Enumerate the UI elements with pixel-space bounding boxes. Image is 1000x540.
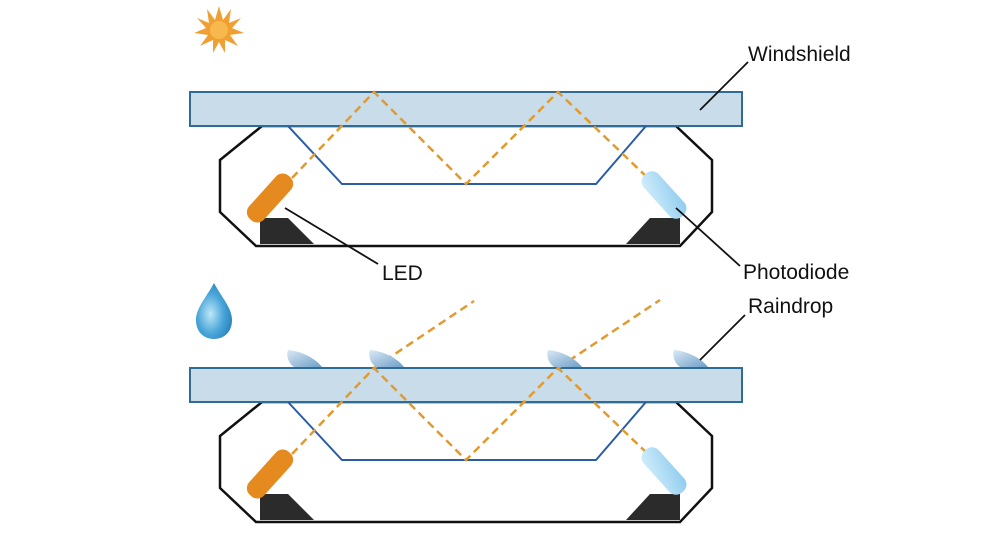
- raindrop-leader: [699, 314, 746, 361]
- windshield-label: Windshield: [748, 43, 851, 66]
- led-label: LED: [382, 262, 423, 285]
- base-block-right: [626, 494, 680, 520]
- raindrop: [673, 350, 708, 367]
- light-beam: [291, 366, 651, 462]
- sensor-housing: [218, 124, 714, 248]
- photodiode-leader: [675, 207, 741, 267]
- scattered-beam: [557, 298, 661, 370]
- photodiode-label: Photodiode: [743, 261, 849, 284]
- sensor-wet: [189, 298, 743, 524]
- sensor-housing: [218, 400, 714, 524]
- windshield-leader: [699, 61, 749, 111]
- led: [246, 173, 294, 223]
- base-block-right: [626, 218, 680, 244]
- photodiode: [641, 171, 687, 219]
- raindrop: [287, 350, 322, 367]
- sun-icon: [194, 6, 244, 53]
- photodiode: [641, 447, 687, 495]
- base-block-left: [260, 494, 314, 520]
- windshield: [189, 91, 743, 127]
- raindrop-label: Raindrop: [748, 295, 833, 318]
- raindrop: [547, 350, 582, 367]
- led: [246, 449, 294, 499]
- windshield: [189, 367, 743, 403]
- base-block-left: [260, 218, 314, 244]
- light-beam: [291, 90, 651, 186]
- sensor-dry: [189, 90, 743, 248]
- raindrop: [369, 350, 404, 367]
- led-leader: [284, 207, 379, 265]
- water-drop-icon: [196, 283, 232, 339]
